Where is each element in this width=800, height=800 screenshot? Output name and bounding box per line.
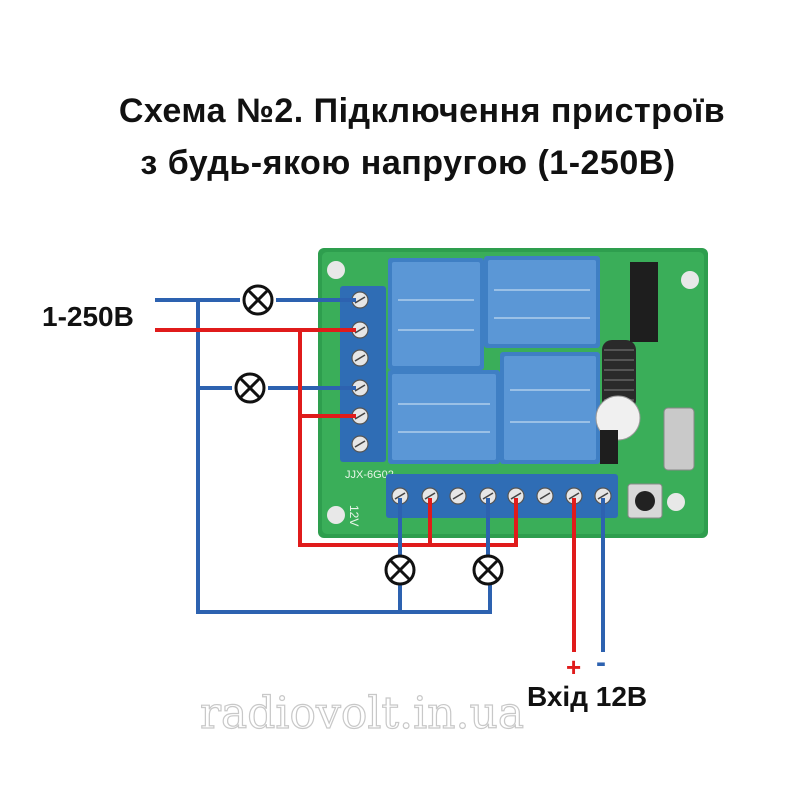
relay-1 (388, 258, 484, 370)
lamp-icon (242, 284, 274, 316)
crystal (663, 407, 695, 471)
antenna-coil-icon (595, 340, 641, 441)
lamp-icon (472, 554, 504, 586)
supply-wire-blue (155, 298, 492, 614)
diagram-title-line2: з будь-якою напругою (1-250В) (140, 144, 676, 182)
diagram-title-line1: Схема №2. Підключення пристроїв (118, 92, 726, 130)
terminal-screw-icon (479, 487, 497, 505)
terminal-screw-icon (594, 487, 612, 505)
plus-sign: + (566, 652, 581, 682)
terminal-screw-icon (536, 487, 554, 505)
voltage-range-label: 1-250В (42, 301, 134, 332)
left-terminal-block (340, 286, 386, 462)
lamp-icon (234, 372, 266, 404)
terminal-screw-icon (351, 435, 369, 453)
relay-3 (388, 370, 500, 464)
component (600, 430, 618, 464)
terminal-screw-icon (449, 487, 467, 505)
terminal-screw-icon (351, 349, 369, 367)
push-button-icon (627, 483, 663, 519)
watermark: radiovolt.in.ua (200, 688, 524, 739)
bottom-terminal-block (386, 474, 618, 518)
lamp-icon (384, 554, 416, 586)
board-model-text: JJX-6G02 (345, 469, 394, 481)
relay-4 (500, 352, 600, 464)
relay-2 (484, 256, 600, 348)
terminal-screw-icon (565, 487, 583, 505)
board-12v-label: 12V (347, 505, 361, 526)
minus-sign: - (596, 646, 606, 679)
chip (630, 262, 658, 342)
terminal-screw-icon (507, 487, 525, 505)
input-12v-label: Вхід 12В (527, 681, 647, 712)
supply-wire-red (155, 328, 518, 560)
